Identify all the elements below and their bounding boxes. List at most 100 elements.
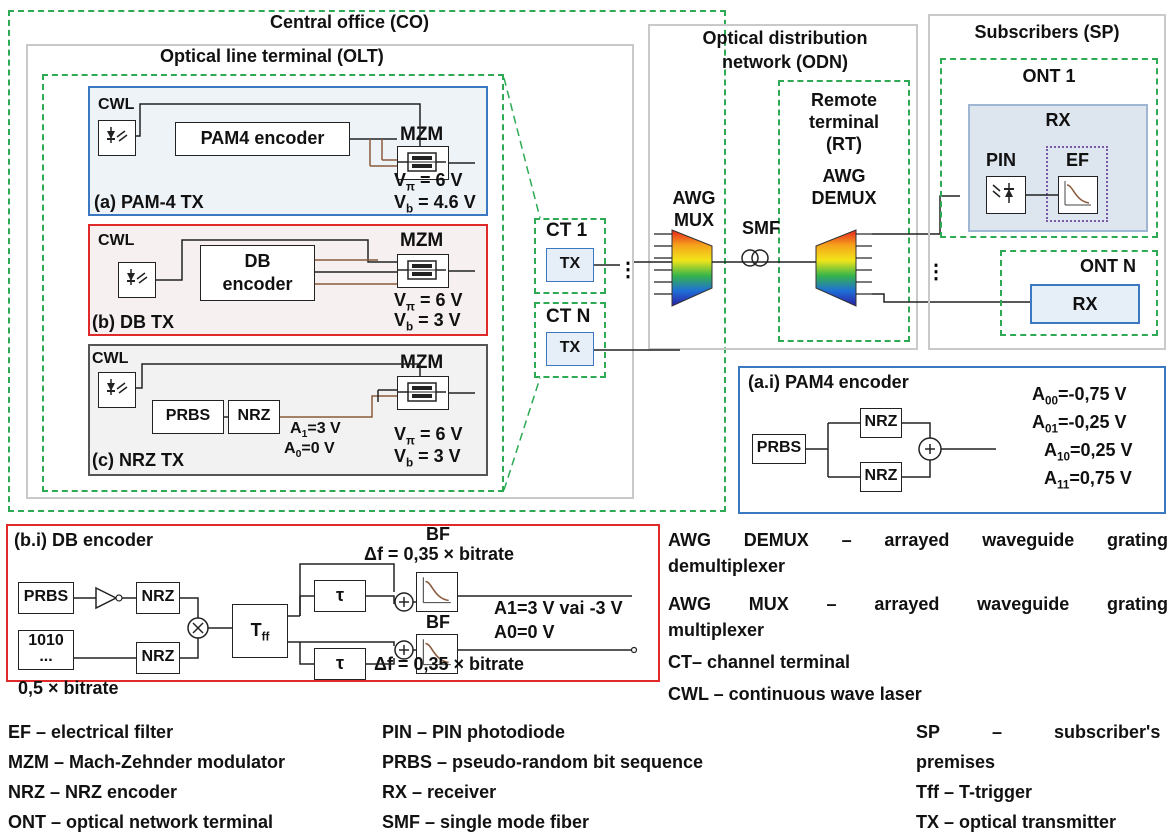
ont1-title: ONT 1 (1022, 66, 1076, 86)
rt-line1: Remote (810, 90, 877, 110)
legend-awg-mux-1: AWG MUX – arrayed waveguide grating (668, 594, 1168, 614)
pam4-enc-nrz1: NRZ (860, 408, 902, 438)
photodiode-icon (992, 183, 1014, 203)
sp-box (928, 14, 1166, 350)
legend-prbs: PRBS – pseudo-random bit sequence (382, 752, 704, 772)
ct-ellipsis: ⋮ (618, 259, 638, 281)
olt-inner-box (42, 74, 504, 492)
nrz-caption: (c) NRZ TX (92, 450, 184, 470)
pam4-laser (98, 120, 136, 156)
ctn-tx: TX (546, 332, 594, 366)
pam4-cwl-label: CWL (98, 96, 135, 113)
inverter-icon (95, 586, 123, 610)
pam4-enc-prbs: PRBS (752, 434, 806, 464)
ct1-tx: TX (546, 248, 594, 282)
db-enc-a0: A0=0 V (494, 622, 555, 642)
legend-cwl: CWL – continuous wave laser (668, 684, 922, 704)
legend-premises: premises (916, 752, 996, 772)
pam4-mzm (397, 146, 449, 180)
ontn-rx: RX (1030, 284, 1140, 324)
smf-label: SMF (742, 218, 780, 238)
db-caption: (b) DB TX (92, 312, 174, 332)
nrz-vpi: Vπ = 6 V (394, 424, 463, 448)
legend-sp-dash: – (992, 722, 1003, 742)
legend-pin: PIN – PIN photodiode (382, 722, 565, 742)
ont1-box (940, 58, 1158, 238)
db-enc-nrz2: NRZ (136, 642, 180, 674)
db-enc-bf1-label: BF (426, 524, 450, 544)
db-enc-a1: A1=3 V vai -3 V (494, 598, 623, 618)
rt-awg1: AWG (822, 166, 866, 186)
ct1-title: CT 1 (546, 220, 588, 241)
ct1-box (534, 218, 606, 294)
legend-awg-demux-1: AWG DEMUX – arrayed waveguide grating (668, 530, 1168, 550)
db-enc-nrz1: NRZ (136, 582, 180, 614)
laser-icon (127, 269, 148, 285)
odn-title-2: network (ODN) (722, 52, 848, 72)
ont1-ef (1058, 176, 1098, 214)
legend-ef: EF – electrical filter (8, 722, 174, 742)
pin-label: PIN (986, 150, 1017, 170)
sp-title: Subscribers (SP) (974, 22, 1120, 42)
rt-box (778, 80, 910, 342)
ont1-pin (986, 176, 1026, 214)
db-vpi: Vπ = 6 V (394, 290, 463, 314)
modulator-icon (398, 382, 446, 402)
ef-dotted-box (1046, 146, 1108, 222)
multiplier-icon (187, 617, 209, 639)
pam4-vpi: Vπ = 6 V (394, 170, 463, 194)
ctn-box (534, 302, 606, 378)
db-encoder-detail-title: (b.i) DB encoder (14, 530, 154, 550)
modulator-icon (398, 152, 446, 172)
db-mzm (397, 254, 449, 288)
pam4-encoder-detail-title: (a.i) PAM4 encoder (748, 372, 909, 392)
legend-tff: Tff – T-trigger (916, 782, 1032, 802)
rt-awg2: DEMUX (811, 188, 877, 208)
ont1-rx-label: RX (1045, 110, 1071, 130)
filter-icon (422, 577, 451, 604)
adder-icon (394, 640, 414, 660)
db-enc-df1: Δf = 0,35 × bitrate (364, 544, 515, 564)
awg-icon (654, 229, 713, 307)
pam4-encoder-detail-box (738, 366, 1166, 514)
pam4-vb: Vb = 4.6 V (394, 192, 476, 216)
odn-title-1: Optical distribution (702, 28, 868, 48)
awg-icon (815, 229, 872, 307)
nrz-laser (98, 372, 136, 408)
pam4-level-11: A11=0,75 V (1044, 468, 1132, 492)
pam4-level-01: A01=-0,25 V (1032, 412, 1127, 436)
nrz-a1: A1=3 V (290, 420, 341, 441)
modulator-icon (398, 260, 446, 280)
legend-sp-def: subscriber's (1054, 722, 1161, 742)
nrz-cwl-label: CWL (92, 350, 129, 367)
mux-label-2: MUX (674, 210, 714, 230)
laser-icon (107, 379, 128, 395)
db-enc-prbs: PRBS (18, 582, 74, 614)
db-enc-bf2-label: BF (426, 612, 450, 632)
ef-label: EF (1066, 150, 1090, 170)
legend-mzm: MZM – Mach-Zehnder modulator (8, 752, 286, 772)
db-enc-tff: Tff (232, 604, 288, 658)
pam4-mzm-label: MZM (400, 124, 444, 145)
ctn-title: CT N (546, 306, 591, 327)
legend-awg-mux-2: multiplexer (668, 620, 765, 640)
legend-ct: CT– channel terminal (668, 652, 851, 672)
pam4-caption: (a) PAM-4 TX (94, 192, 204, 212)
legend-smf: SMF – single mode fiber (382, 812, 590, 832)
olt-box (26, 44, 634, 499)
pam4-encoder-block: PAM4 encoder (175, 122, 350, 156)
nrz-a0: A0=0 V (284, 440, 335, 461)
db-cwl-label: CWL (98, 232, 135, 249)
olt-title: Optical line terminal (OLT) (160, 46, 384, 66)
pam4-enc-nrz2: NRZ (860, 462, 902, 492)
ontn-title: ONT N (1080, 256, 1136, 276)
pam4-level-00: A00=-0,75 V (1032, 384, 1127, 408)
legend-tx: TX – optical transmitter (916, 812, 1117, 832)
legend-rx: RX – receiver (382, 782, 497, 802)
